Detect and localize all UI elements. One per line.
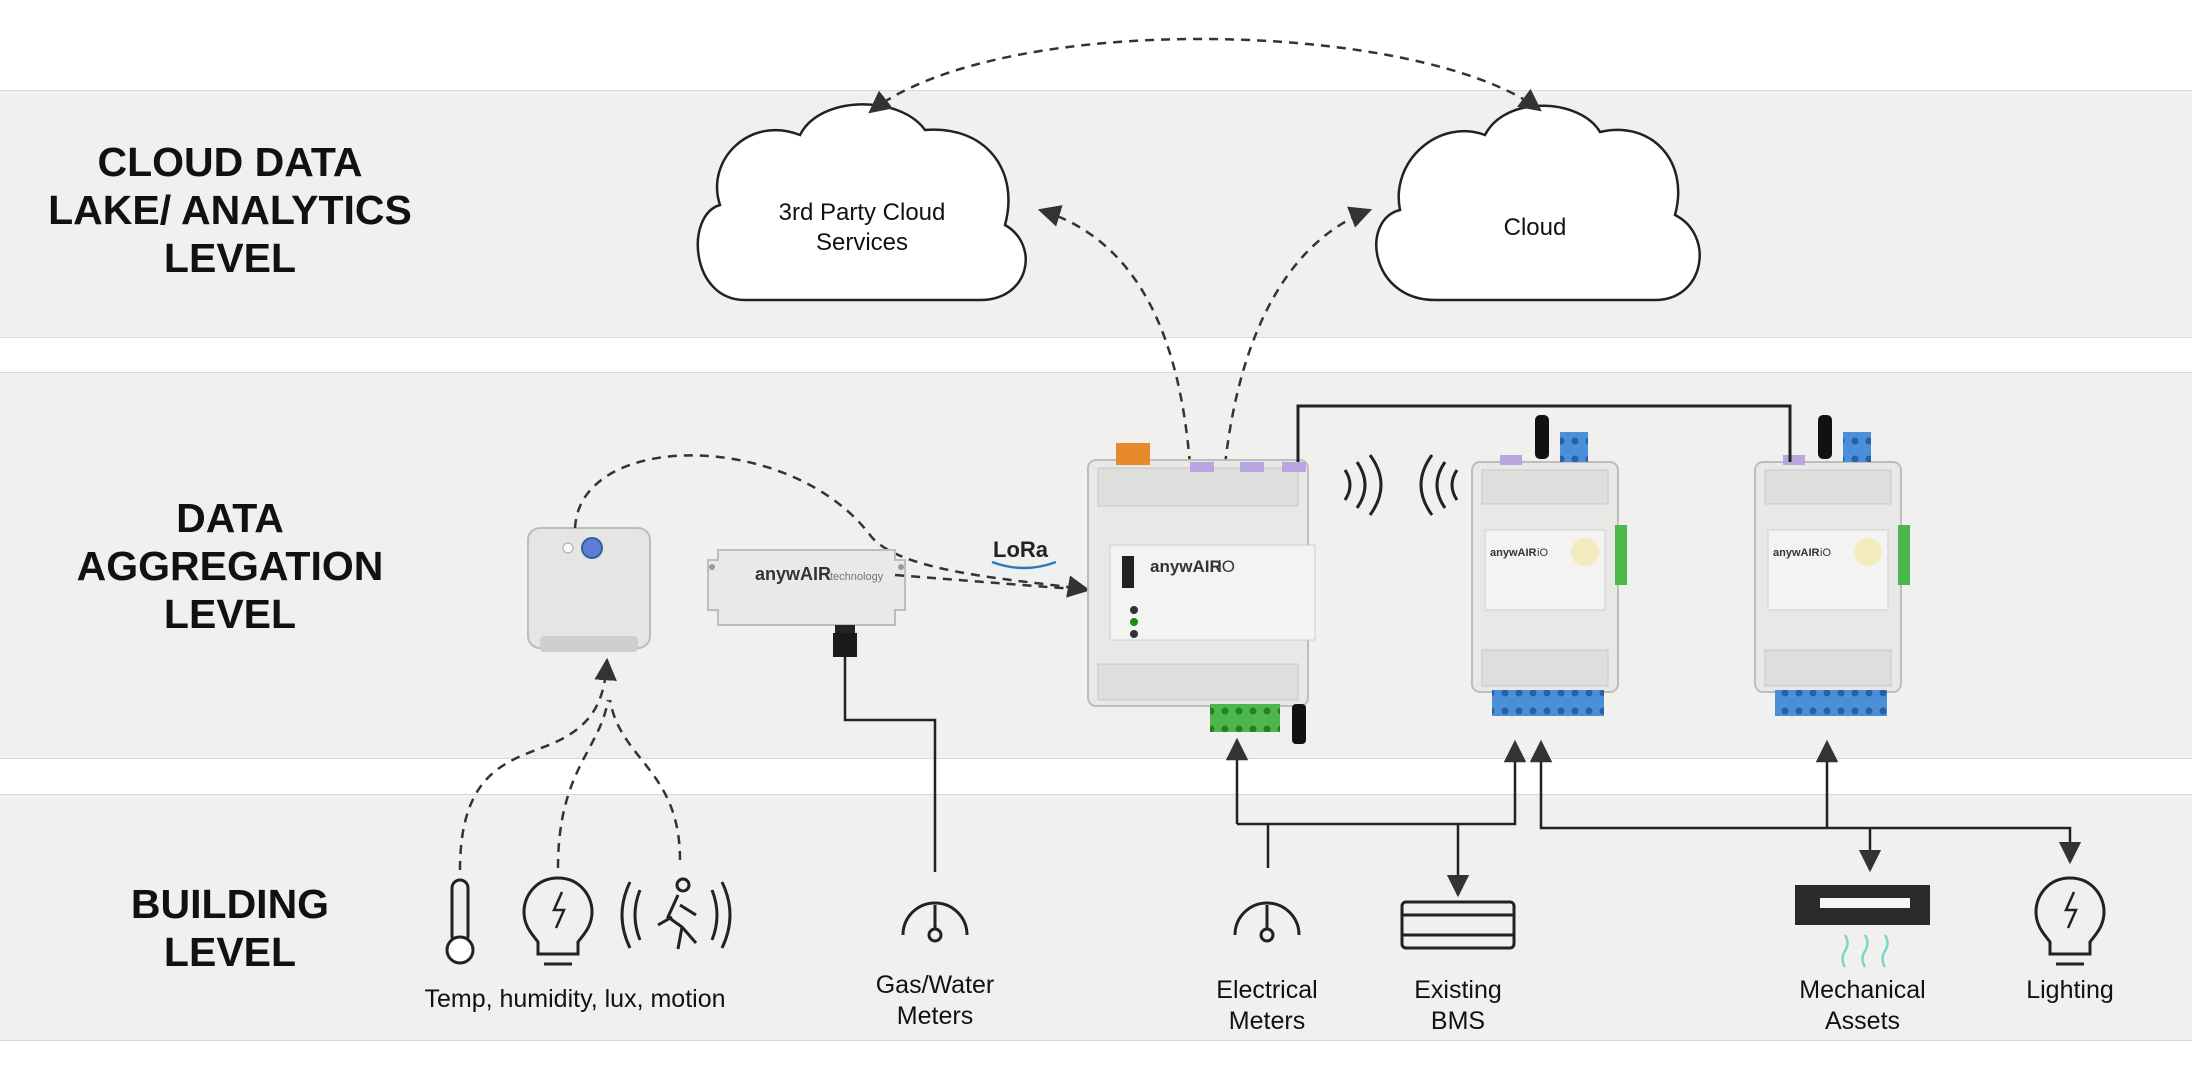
cloud-level-line-1: CLOUD DATA [97, 139, 363, 185]
io2-suffix-text: iO [1820, 547, 1831, 559]
motion-sensor-link [608, 699, 682, 861]
electrical-caption: Electrical Meters [1182, 975, 1352, 1037]
aggregation-level-line-3: LEVEL [163, 591, 297, 637]
cloud-level-label: CLOUD DATA LAKE/ ANALYTICS LEVEL [40, 138, 420, 282]
sensor-lens-icon [581, 537, 603, 559]
cloud-shape [1375, 104, 1701, 302]
bms-icon [1400, 900, 1516, 950]
cloud-level-band [0, 90, 2192, 338]
lora-label: LoRa [993, 537, 1049, 562]
electrical-to-bms-wire [1237, 739, 1527, 826]
cloud-to-cloud-link [868, 37, 1542, 114]
temp-sensor-link [458, 657, 617, 871]
lighting-caption: Lighting [2026, 976, 2114, 1004]
gateway-brand-text: anywAIR [1150, 557, 1222, 576]
mechanical-caption: Mechanical Assets [1770, 975, 1955, 1037]
thermometer-icon [445, 878, 475, 965]
io2-brand-text: anywAIR [1773, 547, 1820, 559]
electrical-meter-icon [1233, 901, 1301, 943]
gateway-to-third-party-link [1037, 205, 1192, 466]
gateway-green-terminal [1210, 704, 1280, 732]
cloud-level-line-3: LEVEL [163, 235, 297, 281]
gateway-to-cloud-link [1223, 206, 1373, 466]
io1-blue-terminal [1492, 690, 1604, 716]
humidity-sensor-link [556, 699, 610, 869]
wireless-signal-icon-2 [1419, 454, 1459, 516]
cloud-level-line-2: LAKE/ ANALYTICS [48, 187, 412, 233]
electrical-caption-1: Electrical [1216, 976, 1318, 1004]
electrical-caption-2: Meters [1228, 1007, 1306, 1035]
gas-meter-icon [901, 901, 969, 943]
building-level-line-2: LEVEL [163, 929, 297, 975]
mechanical-caption-1: Mechanical [1799, 976, 1926, 1004]
wireless-signal-icon [1343, 454, 1383, 516]
motion-icon [620, 877, 732, 950]
gas-water-caption: Gas/Water Meters [850, 970, 1020, 1032]
lightbulb-icon [522, 876, 594, 966]
io1-brand-text: anywAIR [1490, 547, 1537, 559]
gas-water-caption-2: Meters [896, 1002, 974, 1030]
third-party-cloud-shape [696, 103, 1027, 302]
gas-meter-wire [843, 657, 937, 872]
bms-caption-2: BMS [1430, 1007, 1486, 1035]
building-level-line-1: BUILDING [130, 881, 330, 927]
third-party-cloud-text-1: 3rd Party Cloud [779, 199, 946, 226]
mechanical-caption-2: Assets [1824, 1007, 1901, 1035]
io-module-1: anywAIR iO [1471, 415, 1627, 716]
gateway-bus-wire [1296, 404, 1792, 462]
gateway-device: anywAIR iO [1087, 443, 1316, 744]
gateway-suffix-text: iO [1218, 557, 1235, 576]
third-party-cloud-text-2: Services [816, 229, 908, 256]
io2-blue-terminal [1775, 690, 1887, 716]
bms-caption-1: Existing [1414, 976, 1502, 1004]
lighting-icon [2034, 876, 2106, 966]
io1-suffix-text: iO [1537, 547, 1548, 559]
multi-sensor-device [527, 527, 651, 652]
io1-to-assets-wire [1529, 739, 2082, 865]
module-to-gateway-link [894, 573, 1089, 592]
anywair-technology-module: anywAIR technology [707, 549, 906, 657]
tech-brand-text: anywAIR [755, 564, 831, 584]
lora-signal-icon [991, 560, 1057, 570]
sensors-caption: Temp, humidity, lux, motion [424, 985, 726, 1013]
tech-suffix-text: technology [830, 571, 884, 583]
gas-water-caption-1: Gas/Water [875, 971, 995, 999]
aggregation-level-line-1: DATA [176, 495, 284, 541]
cloud-text: Cloud [1504, 214, 1567, 241]
module-cable-gland [833, 633, 857, 657]
building-level-label: BUILDING LEVEL [40, 880, 420, 976]
io-module-2: anywAIR iO [1754, 415, 1910, 716]
bms-caption: Existing BMS [1373, 975, 1543, 1037]
sensor-to-gateway-link [573, 454, 1091, 598]
mechanical-asset-icon [1795, 885, 1930, 968]
aggregation-level-line-2: AGGREGATION [76, 543, 384, 589]
aggregation-level-label: DATA AGGREGATION LEVEL [40, 494, 420, 638]
